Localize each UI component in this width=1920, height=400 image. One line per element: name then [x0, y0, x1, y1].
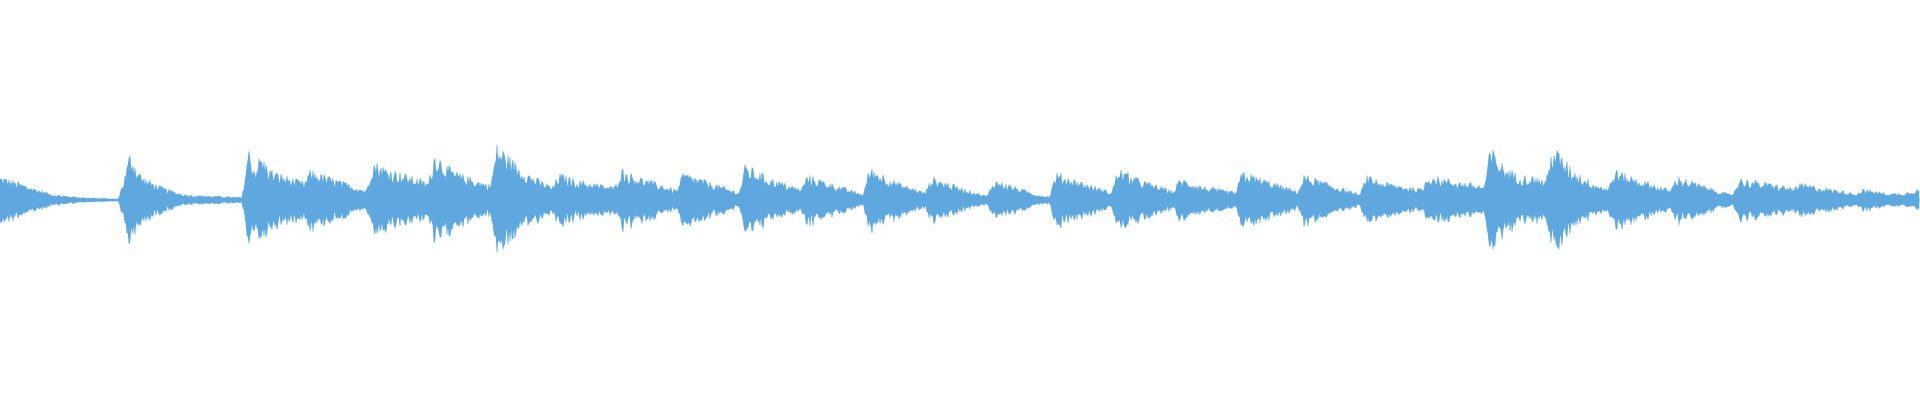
waveform-shape — [0, 144, 1920, 253]
